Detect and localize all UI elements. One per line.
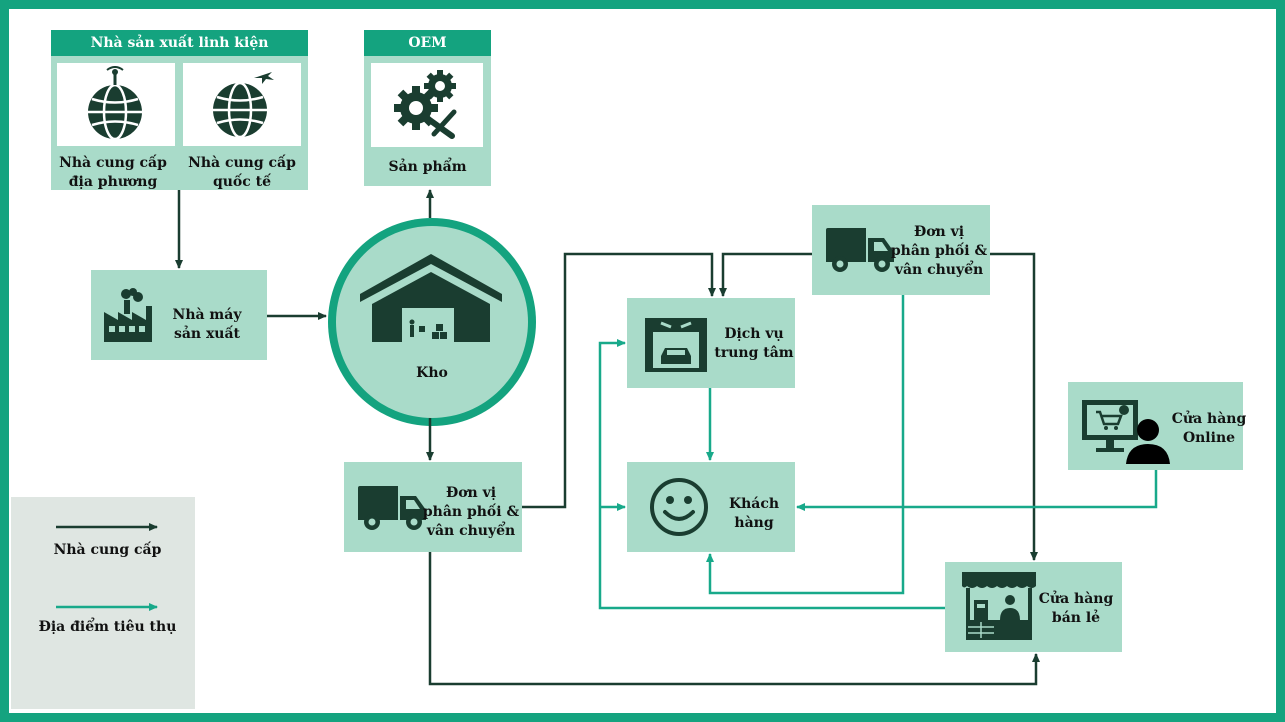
smiley-icon xyxy=(650,478,708,536)
globe-plane-icon xyxy=(213,72,274,139)
intl-supplier-label: Nhà cung cấp quốc tế xyxy=(188,155,296,190)
local-supplier-label: Nhà cung cấp địa phương xyxy=(59,155,167,190)
edge-distributor-retail xyxy=(428,552,1040,686)
legend-panel xyxy=(11,497,195,709)
retail-store-label: Cửa hàng bán lẻ xyxy=(1038,591,1114,626)
market-stall-icon xyxy=(962,572,1036,640)
customer-box xyxy=(627,462,795,552)
online-store-label: Cửa hàng Online xyxy=(1171,411,1247,446)
warehouse-icon xyxy=(360,254,502,342)
gears-wrench-icon xyxy=(394,70,457,139)
factory-icon xyxy=(104,288,152,342)
product-label: Sản phẩm xyxy=(388,159,467,175)
delivery-truck-icon xyxy=(826,228,894,272)
factory-label: Nhà máy sản xuất xyxy=(172,307,242,342)
distributor-top-label: Đơn vị phân phối & vân chuyển xyxy=(890,224,988,278)
garage-service-icon xyxy=(645,318,707,372)
distributor-bottom-label: Đơn vị phân phối & vân chuyển xyxy=(422,485,520,539)
edge-topdist-service xyxy=(719,252,812,297)
legend-supplier-label: Nhà cung cấp xyxy=(53,542,162,558)
manufacturer-header: Nhà sản xuất linh kiện xyxy=(51,30,308,56)
globe-antenna-icon xyxy=(88,66,142,141)
edge-retail-service xyxy=(598,339,945,610)
edge-topdist-retail xyxy=(990,252,1038,561)
edge-distributor-service xyxy=(522,252,716,509)
customer-label: Khách hàng xyxy=(728,496,780,531)
computer-user-icon xyxy=(1082,400,1170,464)
service-center-label: Dịch vụ trung tâm xyxy=(714,326,794,361)
edge-online-customer xyxy=(796,470,1158,511)
service-center-box xyxy=(627,298,795,388)
delivery-truck-icon xyxy=(358,486,426,530)
oem-header: OEM xyxy=(364,30,491,56)
warehouse-label: Kho xyxy=(416,365,448,381)
legend-consumption-label: Địa điểm tiêu thụ xyxy=(38,619,177,635)
edge-topdist-customer xyxy=(706,295,905,595)
